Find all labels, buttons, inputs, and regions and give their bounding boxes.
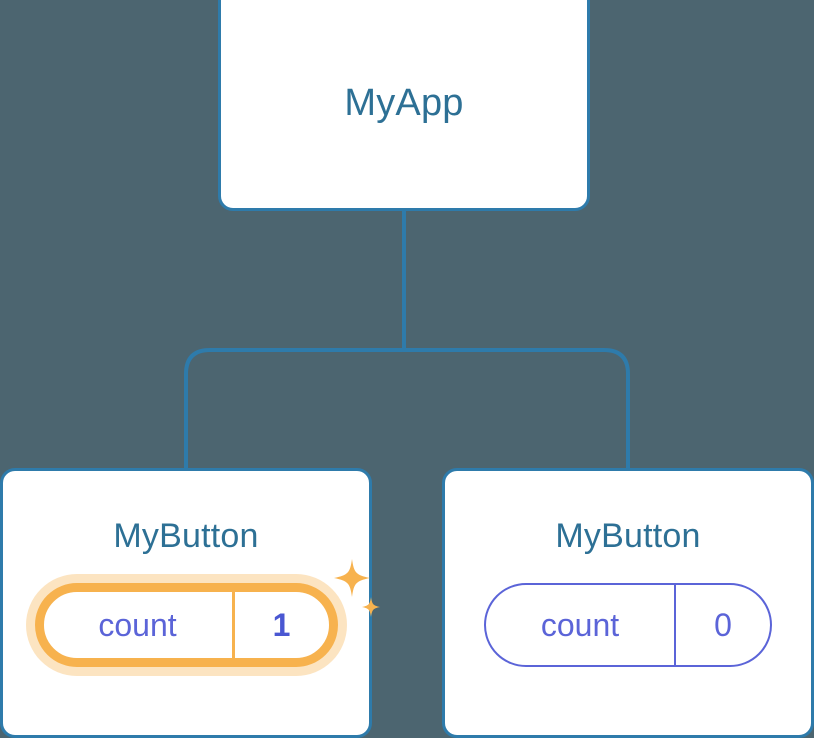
- state-pill[interactable]: count 1: [34, 583, 338, 667]
- state-divider: [231, 592, 235, 658]
- node-myapp[interactable]: MyApp: [218, 0, 590, 211]
- sparkle-icon: [333, 559, 370, 597]
- state-key: count: [98, 607, 177, 643]
- connector-branch-left: [184, 348, 406, 472]
- state-pill[interactable]: count 0: [484, 583, 772, 667]
- sparkle-icon: [361, 597, 380, 617]
- state-value: 0: [714, 607, 732, 643]
- node-title: MyButton: [113, 517, 259, 555]
- state-divider: [674, 585, 676, 665]
- state-key: count: [540, 607, 620, 643]
- node-mybutton-0[interactable]: MyButton count 1: [0, 468, 380, 738]
- node-title: MyApp: [344, 81, 464, 124]
- node-mybutton-1[interactable]: MyButton count 0: [442, 468, 814, 738]
- state-pill-wrapper: count 1: [34, 559, 380, 667]
- node-title: MyButton: [555, 517, 701, 555]
- state-pill-wrapper: count 0: [484, 583, 772, 667]
- connector-branch-right: [402, 348, 630, 472]
- state-value: 1: [272, 607, 291, 643]
